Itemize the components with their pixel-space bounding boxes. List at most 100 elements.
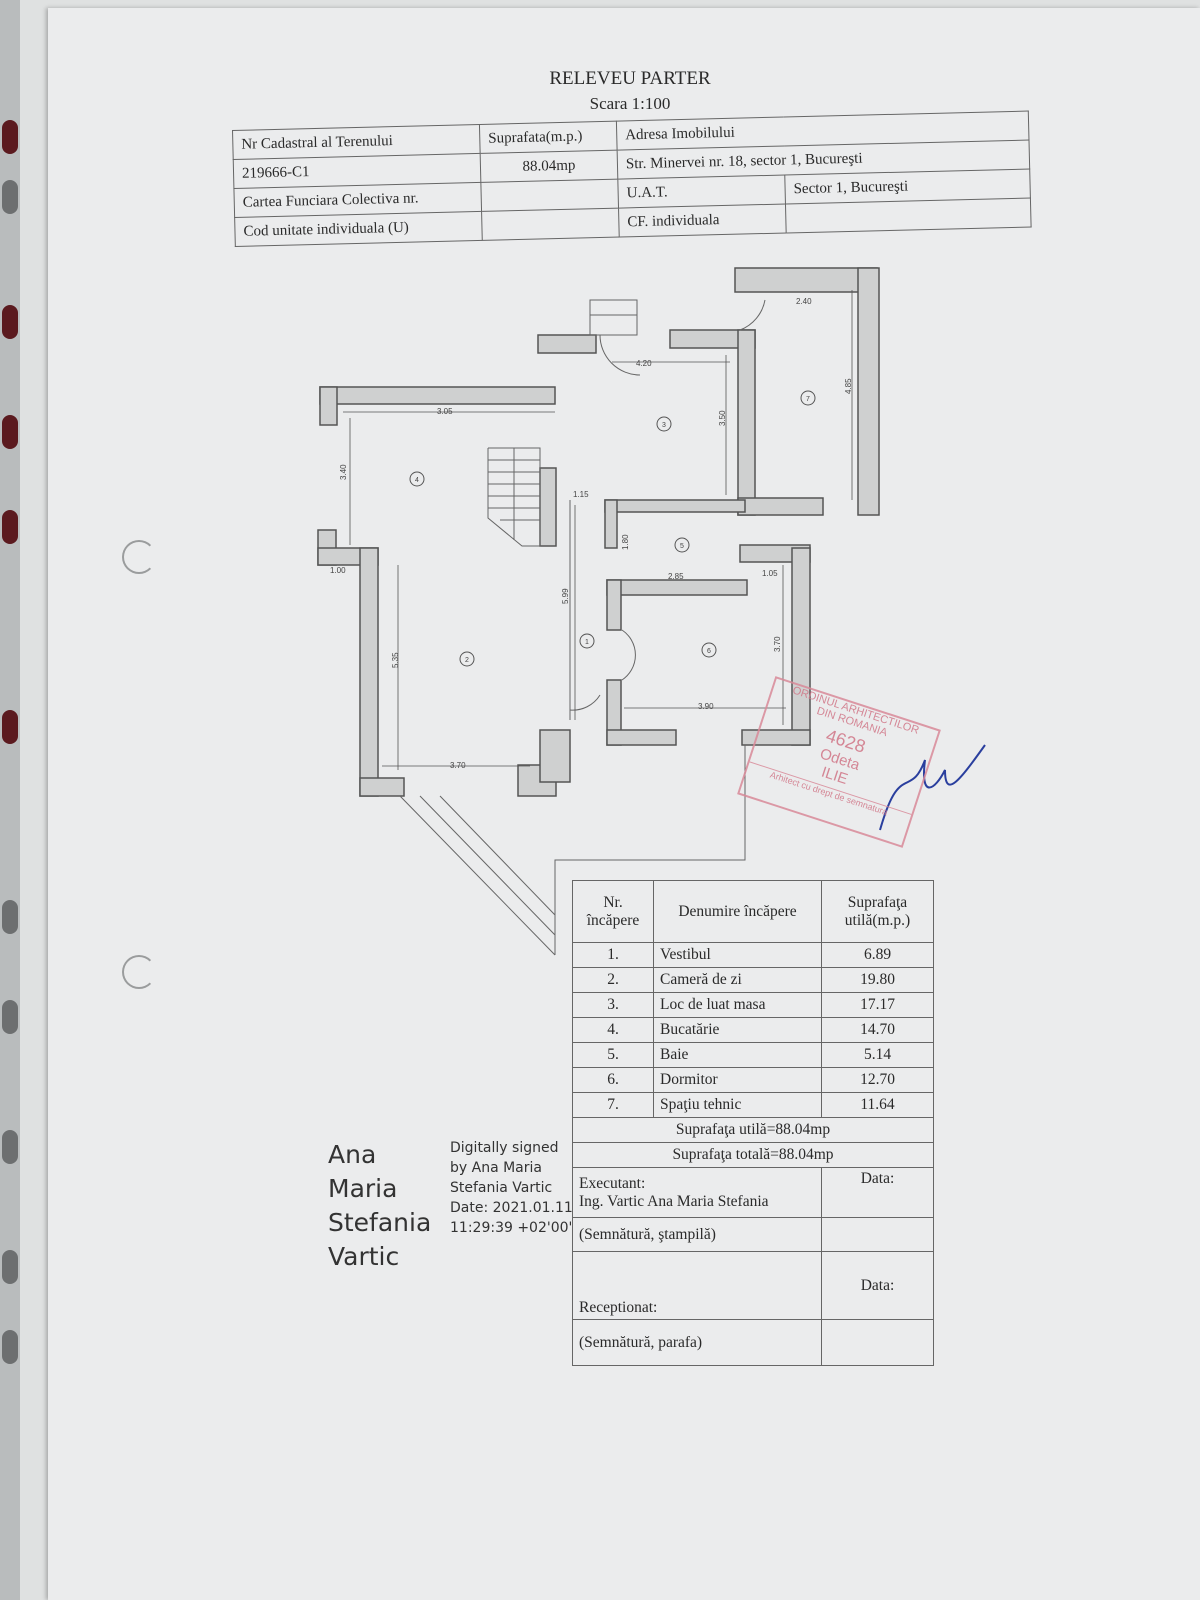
- svg-text:3: 3: [662, 422, 666, 429]
- dimension-label: 2.85: [668, 572, 684, 581]
- room-marker: 7: [800, 390, 816, 406]
- signature-detail: Digitally signed: [450, 1140, 559, 1156]
- room-markers: 1 2 3 4 5 6 7: [409, 390, 816, 667]
- signature-parafa-label: (Semnătură, parafa): [572, 1319, 822, 1366]
- receptionat-label: Receptionat:: [572, 1251, 822, 1320]
- room-area: 14.70: [821, 1017, 934, 1043]
- column-header: Suprafaţa utilă(m.p.): [821, 880, 934, 943]
- wall: [359, 777, 405, 797]
- signer-name-line: Ana Maria: [328, 1140, 398, 1203]
- total-util: Suprafaţa utilă=88.04mp: [572, 1117, 934, 1143]
- signer-name-line: Vartic: [328, 1242, 400, 1271]
- room-area: 6.89: [821, 942, 934, 968]
- room-area: 11.64: [821, 1092, 934, 1118]
- wall: [857, 267, 880, 516]
- room-marker: 2: [459, 651, 475, 667]
- document-title: RELEVEU PARTER: [549, 68, 711, 89]
- wall: [734, 267, 878, 293]
- dimension-label: 1.05: [762, 569, 778, 578]
- room-nr: 5.: [572, 1042, 654, 1068]
- total-area: Suprafaţa totală=88.04mp: [572, 1142, 934, 1168]
- punch-hole-mark: [122, 540, 156, 574]
- binder-hole: [2, 1250, 18, 1284]
- binder-hole: [2, 120, 18, 154]
- walls: [317, 267, 880, 797]
- dimension-lines: [343, 290, 853, 770]
- binder-hole: [2, 180, 18, 214]
- binder-hole: [2, 1330, 18, 1364]
- dimension-label: 3.40: [339, 464, 348, 480]
- wall: [539, 729, 571, 783]
- room-nr: 4.: [572, 1017, 654, 1043]
- executant-label: Executant:: [579, 1174, 646, 1192]
- wall: [606, 579, 748, 596]
- dimension-label: 3.90: [698, 702, 714, 711]
- room-name: Spaţiu tehnic: [653, 1092, 822, 1118]
- wall: [741, 729, 811, 746]
- dimension-label: 3.05: [437, 407, 453, 416]
- svg-text:5: 5: [680, 543, 684, 550]
- executant-name: Ing. Vartic Ana Maria Stefania: [579, 1192, 769, 1210]
- room-marker: 3: [656, 416, 672, 432]
- room-name: Baie: [653, 1042, 822, 1068]
- dimension-label: 5.35: [391, 652, 400, 668]
- wall: [737, 497, 824, 516]
- binder-hole: [2, 1000, 18, 1034]
- room-name: Dormitor: [653, 1067, 822, 1093]
- binder-hole: [2, 710, 18, 744]
- dimension-label: 2.40: [796, 297, 812, 306]
- dimension-label: 1.80: [621, 534, 630, 550]
- wall: [604, 499, 746, 513]
- digital-signature: Ana Maria Stefania Vartic Digitally sign…: [328, 1138, 573, 1274]
- dimension-label: 5.99: [561, 588, 570, 604]
- room-marker: 5: [674, 537, 690, 553]
- signature-detail: Date: 2021.01.11: [450, 1200, 573, 1216]
- room-name: Vestibul: [653, 942, 822, 968]
- wall: [319, 386, 556, 405]
- binder-hole: [2, 415, 18, 449]
- svg-text:1: 1: [585, 639, 589, 646]
- room-nr: 1.: [572, 942, 654, 968]
- executant-cell: Executant:Ing. Vartic Ana Maria Stefania: [572, 1167, 822, 1218]
- svg-text:6: 6: [707, 648, 711, 655]
- wall: [537, 334, 597, 354]
- svg-text:4: 4: [415, 477, 419, 484]
- dimension-label: 1.00: [330, 566, 346, 575]
- room-name: Loc de luat masa: [653, 992, 822, 1018]
- empty-cell: [821, 1217, 934, 1252]
- data-label: Data:: [821, 1251, 934, 1320]
- signature-detail: Stefania Vartic: [450, 1180, 553, 1196]
- room-area: 19.80: [821, 967, 934, 993]
- data-label: Data:: [821, 1167, 934, 1218]
- binder-hole: [2, 305, 18, 339]
- signature-detail: by Ana Maria: [450, 1160, 542, 1176]
- signature-detail: 11:29:39 +02'00': [450, 1220, 573, 1236]
- dimension-label: 4.20: [636, 359, 652, 368]
- punch-hole-mark: [122, 955, 156, 989]
- dimension-label: 3.50: [718, 410, 727, 426]
- wall: [319, 386, 338, 426]
- dimension-label: 3.70: [450, 761, 466, 770]
- room-area: 17.17: [821, 992, 934, 1018]
- room-area: 12.70: [821, 1067, 934, 1093]
- room-nr: 2.: [572, 967, 654, 993]
- column-header: Nr. încăpere: [572, 880, 654, 943]
- wall: [539, 467, 557, 547]
- room-nr: 3.: [572, 992, 654, 1018]
- signature-stamp-label: (Semnătură, ştampilă): [572, 1217, 822, 1252]
- room-nr: 7.: [572, 1092, 654, 1118]
- document-scale: Scara 1:100: [589, 94, 671, 113]
- dimension-labels: 2.40 4.20 3.05 3.50 4.85 3.40 1.15 1.80 …: [330, 297, 853, 770]
- dimension-label: 1.15: [573, 490, 589, 499]
- room-marker: 1: [579, 633, 595, 649]
- svg-text:7: 7: [806, 396, 810, 403]
- binder-hole: [2, 900, 18, 934]
- wall: [604, 499, 618, 549]
